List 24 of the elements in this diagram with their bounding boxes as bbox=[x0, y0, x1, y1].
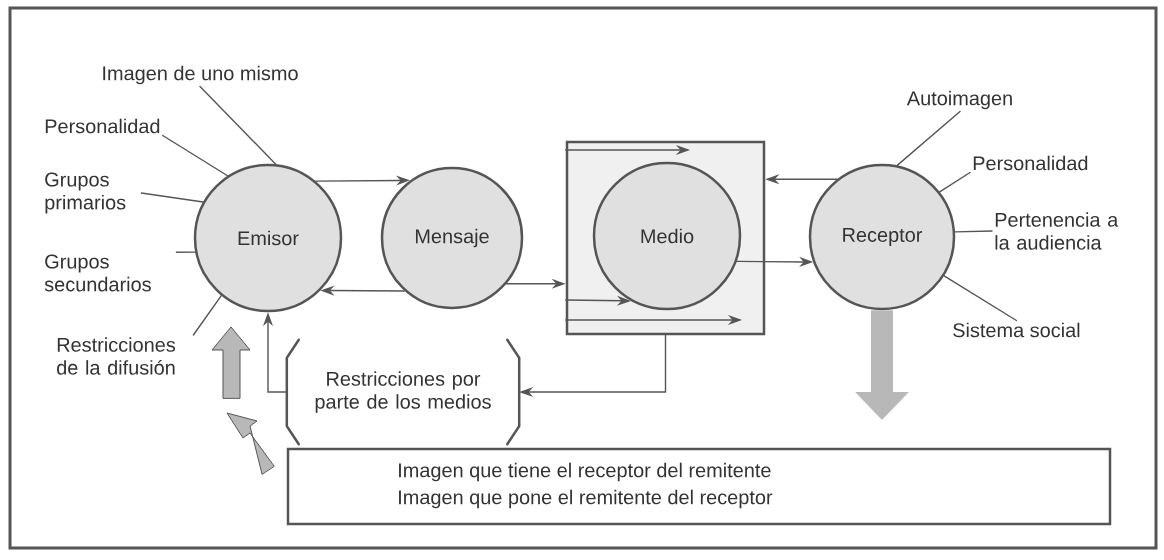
label-text: Pertenencia a la audiencia bbox=[995, 212, 1119, 250]
leader-line bbox=[192, 295, 222, 336]
label-text: Restricciones de la difusión bbox=[57, 337, 176, 375]
circle-node: Receptor bbox=[808, 163, 956, 311]
label-text: Grupos secundarios bbox=[44, 254, 151, 292]
text-box: Imagen que tiene el receptor del remitente Imagen que pone el remitente del receptor bbox=[286, 447, 1112, 526]
leader-line bbox=[199, 85, 277, 165]
label-text: Imagen de uno mismo bbox=[103, 65, 298, 85]
circle-node: Emisor bbox=[193, 163, 343, 313]
label-text: Sistema social bbox=[953, 322, 1080, 338]
leader-line bbox=[175, 251, 196, 253]
leader-line bbox=[140, 192, 204, 203]
circle-node: Medio bbox=[592, 161, 742, 311]
circle-node: Mensaje bbox=[380, 166, 524, 310]
leader-line bbox=[162, 134, 229, 177]
label-text: Personalidad bbox=[973, 155, 1088, 171]
leader-line bbox=[939, 171, 971, 193]
label-text: Grupos primarios bbox=[45, 172, 126, 214]
bracketed-text: Restricciones por parte de los medios bbox=[285, 338, 521, 446]
leader-line bbox=[954, 230, 993, 233]
label-text: Autoimagen bbox=[906, 90, 1012, 110]
leader-line bbox=[943, 275, 1018, 322]
label-text: Personalidad bbox=[45, 118, 160, 134]
leader-line bbox=[896, 110, 961, 167]
